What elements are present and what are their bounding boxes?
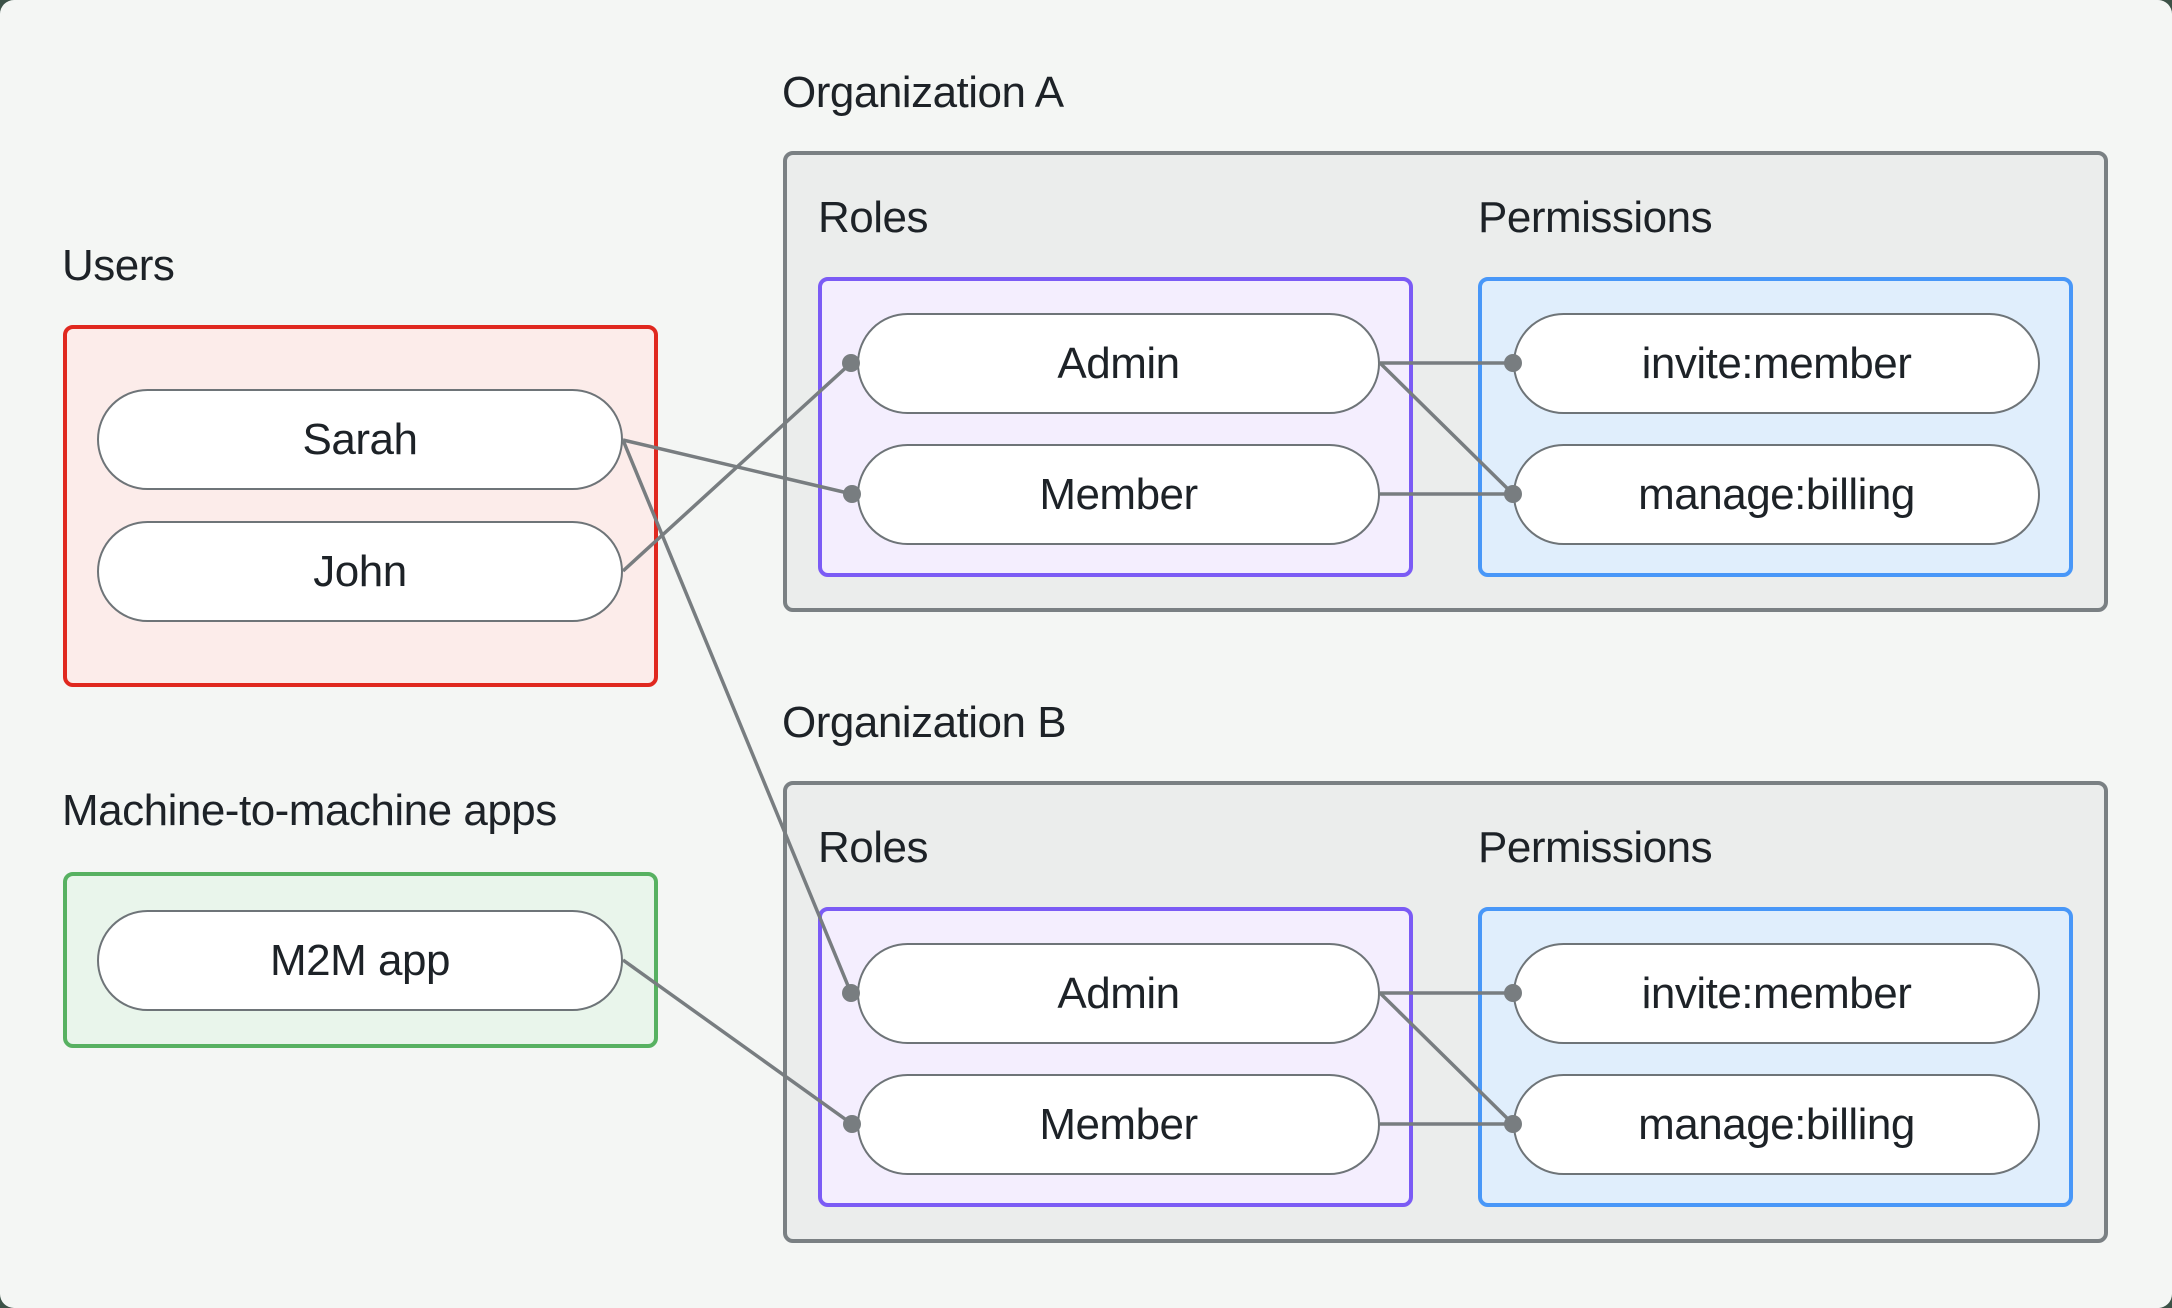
user-node-sarah: Sarah [97,389,623,490]
org-a-permission-manage-billing-label: manage:billing [1638,469,1915,519]
org-b-permission-manage-billing-label: manage:billing [1638,1099,1915,1149]
user-node-john: John [97,521,623,622]
org-b-role-admin: Admin [857,943,1380,1044]
org-a-permission-invite-member: invite:member [1513,313,2040,414]
org-a-roles-title: Roles [818,193,929,242]
org-b-permission-manage-billing: manage:billing [1513,1074,2040,1175]
org-b-title: Organization B [782,698,1067,747]
m2m-group-label: Machine-to-machine apps [62,786,557,835]
org-b-permission-invite-member: invite:member [1513,943,2040,1044]
org-b-permission-invite-member-label: invite:member [1641,968,1912,1018]
m2m-app-node-label: M2M app [270,935,450,985]
org-b-permissions-title: Permissions [1478,823,1713,872]
org-a-title: Organization A [782,68,1064,117]
org-a-role-admin: Admin [857,313,1380,414]
org-b-role-member-label: Member [1039,1099,1198,1149]
org-a-role-admin-label: Admin [1057,338,1180,388]
org-a-role-member: Member [857,444,1380,545]
org-a-permission-invite-member-label: invite:member [1641,338,1912,388]
users-group-box [63,325,658,687]
org-b-roles-title: Roles [818,823,929,872]
org-b-role-admin-label: Admin [1057,968,1180,1018]
org-b-role-member: Member [857,1074,1380,1175]
m2m-app-node: M2M app [97,910,623,1011]
org-a-permissions-title: Permissions [1478,193,1713,242]
user-node-john-label: John [313,546,407,596]
org-a-permission-manage-billing: manage:billing [1513,444,2040,545]
org-a-role-member-label: Member [1039,469,1198,519]
users-group-label: Users [62,241,175,290]
user-node-sarah-label: Sarah [302,414,418,464]
